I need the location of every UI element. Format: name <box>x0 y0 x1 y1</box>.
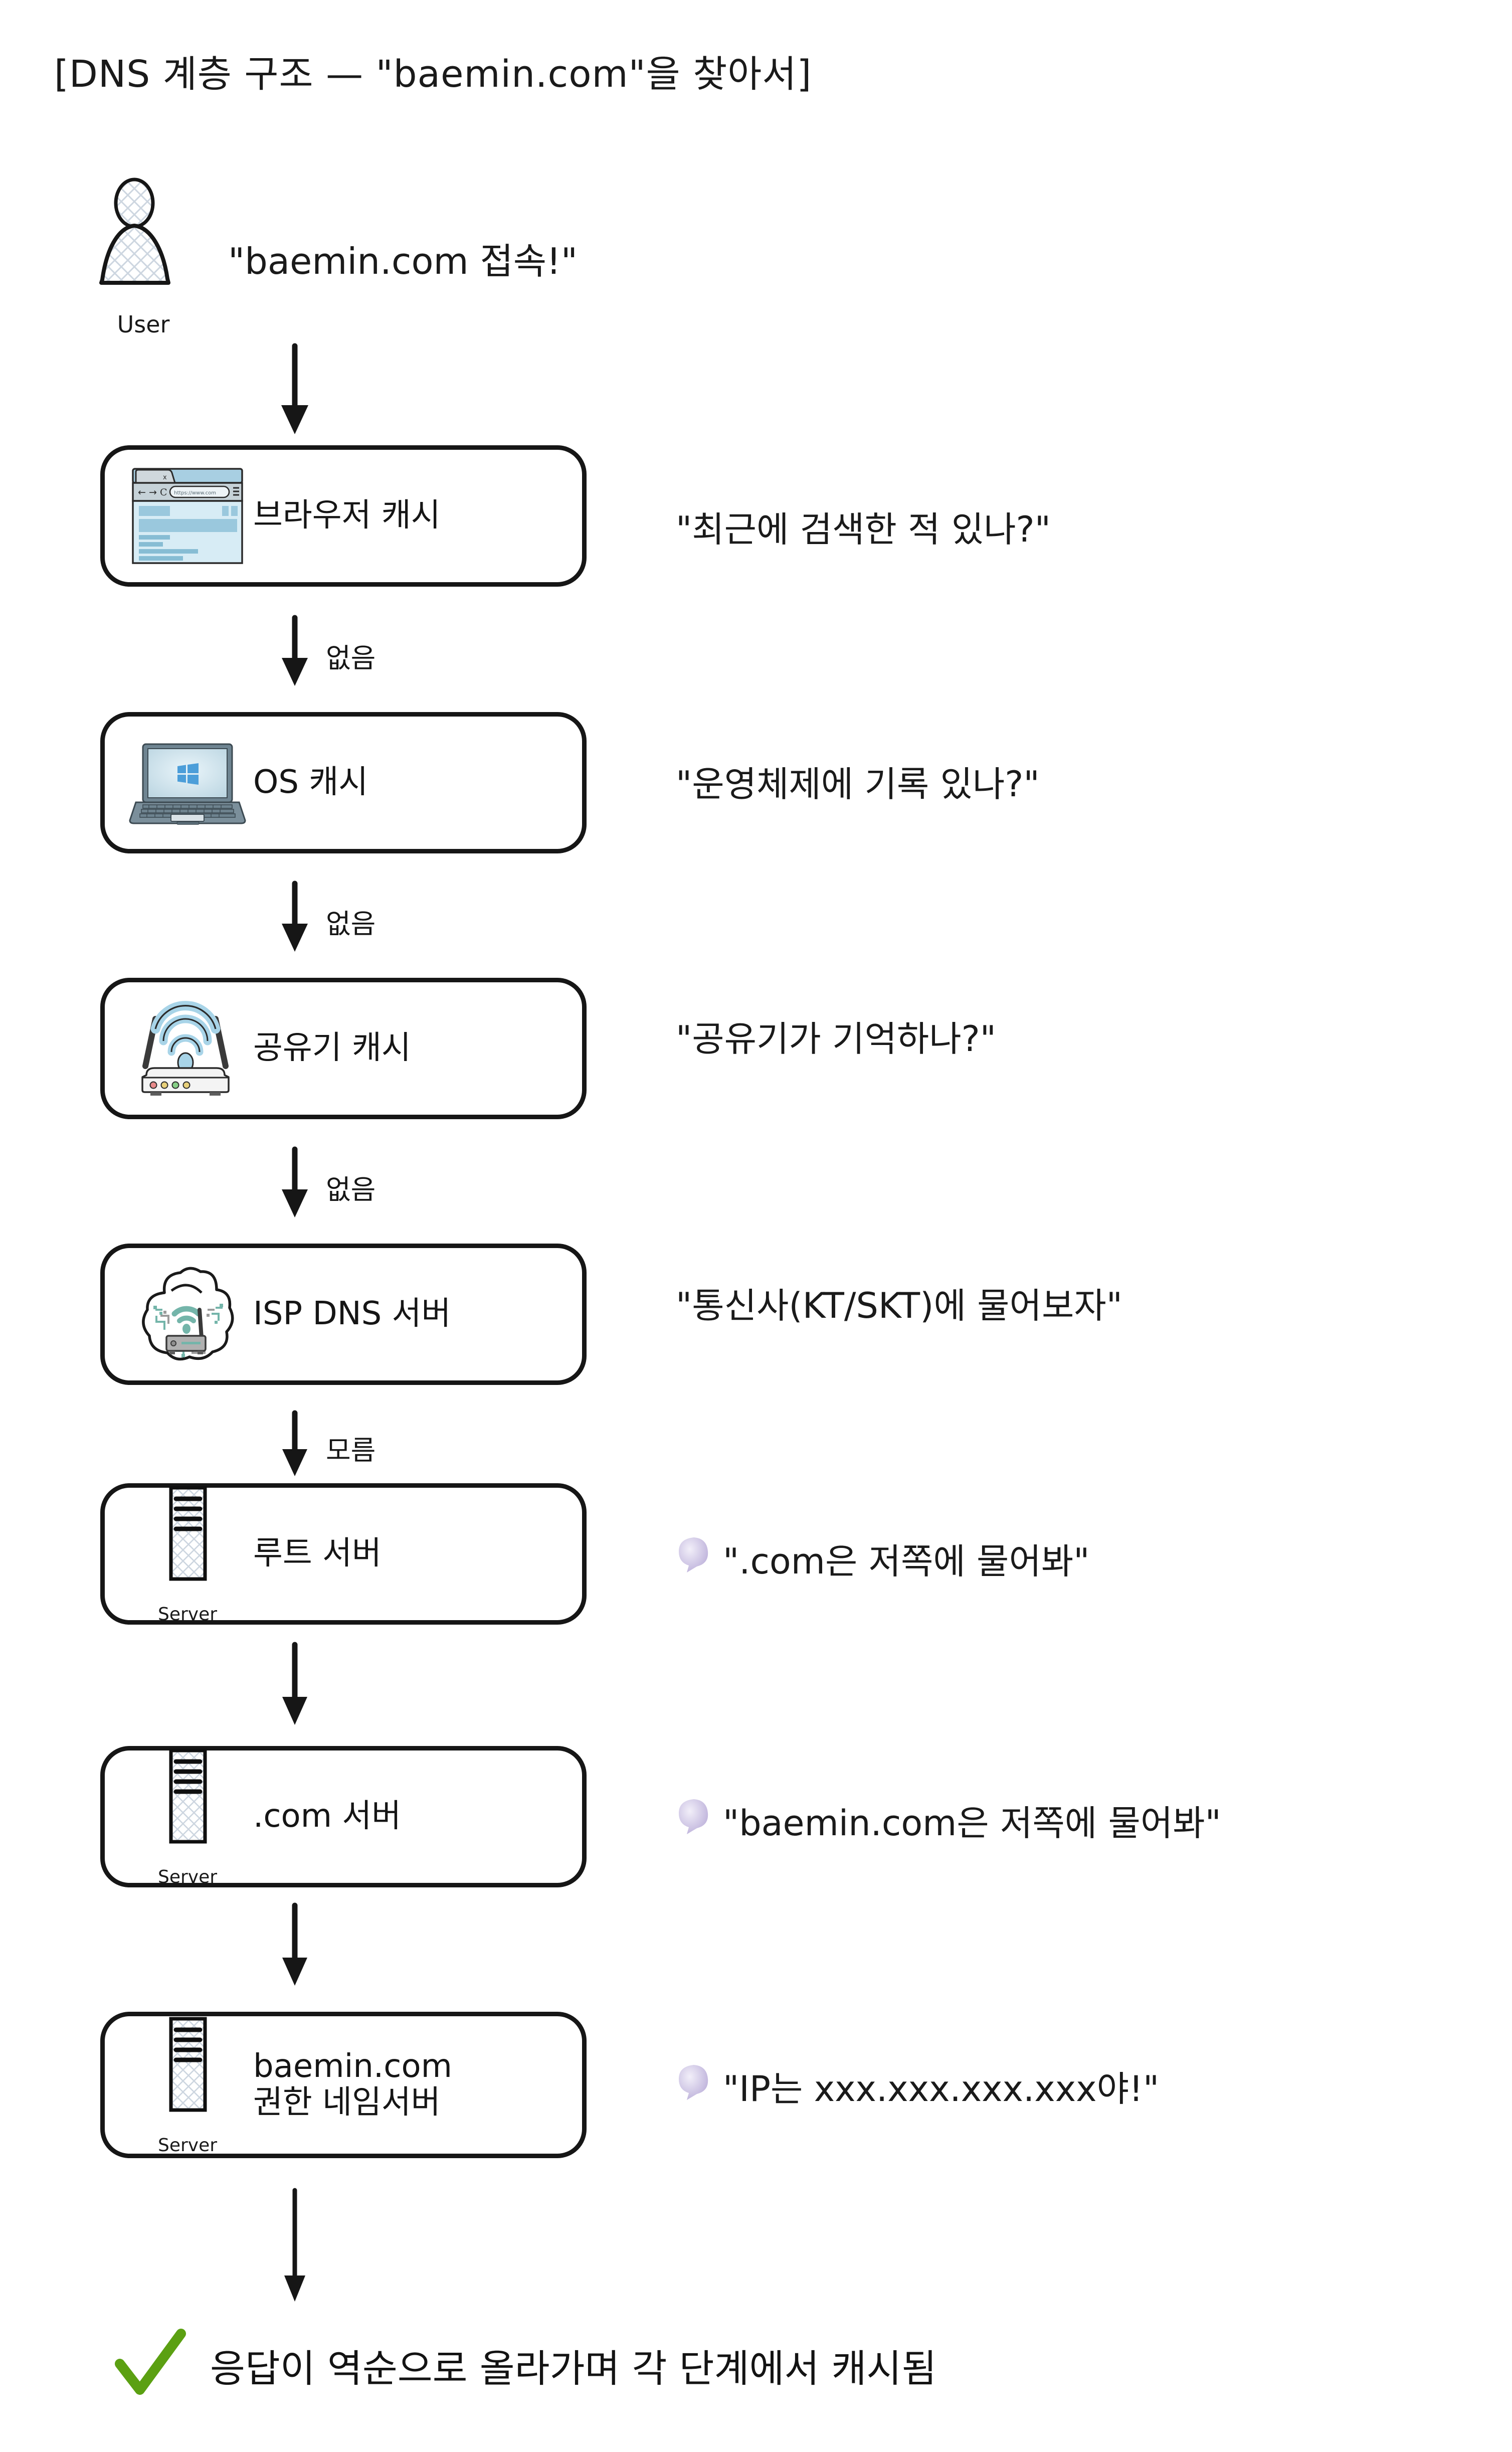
speech-text: "통신사(KT/SKT)에 물어보자" <box>676 1285 1122 1326</box>
arrow-label-browser-to-os: 없음 <box>326 642 376 674</box>
arrow-label-isp-to-root: 모름 <box>326 1435 376 1466</box>
speech-text: ".com은 저쪽에 물어봐" <box>723 1541 1090 1582</box>
node-label: 공유기 캐시 <box>240 1030 582 1067</box>
user-label: User <box>117 311 170 338</box>
speech-bubble-icon <box>676 1796 712 1845</box>
speech-text: "baemin.com은 저쪽에 물어봐" <box>723 1803 1221 1844</box>
wifi-router-icon <box>135 1001 240 1096</box>
svg-text:x: x <box>163 474 167 481</box>
node-os-cache[interactable]: OS 캐시 <box>100 712 587 853</box>
arrow-com-to-auth <box>277 1902 312 1988</box>
footer-result: 응답이 역순으로 올라가며 각 단계에서 캐시됨 <box>113 2327 936 2404</box>
arrow-root-to-com <box>277 1642 312 1727</box>
speech-bubble-icon <box>676 1534 712 1583</box>
browser-window-icon: x ← → C https://www.com <box>132 466 243 566</box>
arrow-label-os-to-router: 없음 <box>326 908 376 940</box>
speech-isp-dns-server: "통신사(KT/SKT)에 물어보자" <box>676 1278 1122 1328</box>
node-isp-dns-server[interactable]: ISP DNS 서버 <box>100 1244 587 1385</box>
node-label-line1: ISP DNS 서버 <box>253 1295 451 1333</box>
node-root-server[interactable]: Server 루트 서버 <box>100 1483 587 1625</box>
speech-text: "공유기가 기억하나?" <box>676 1018 996 1060</box>
speech-authoritative-nameserver: "IP는 xxx.xxx.xxx.xxx야!" <box>676 2061 1159 2112</box>
node-authoritative-nameserver[interactable]: Server baemin.com 권한 네임서버 <box>100 2012 587 2158</box>
node-label: ISP DNS 서버 <box>240 1296 582 1332</box>
arrow-browser-to-os <box>277 615 312 688</box>
node-label: baemin.com 권한 네임서버 <box>240 2048 582 2121</box>
speech-text: "운영체제에 기록 있나?" <box>676 764 1040 805</box>
node-label-line2: 권한 네임서버 <box>253 2084 441 2121</box>
svg-text:→: → <box>149 487 157 498</box>
node-com-server[interactable]: Server .com 서버 <box>100 1746 587 1887</box>
green-checkmark-icon <box>113 2327 188 2404</box>
user-speech-text: "baemin.com 접속!" <box>228 240 578 282</box>
svg-text:C: C <box>160 487 167 498</box>
speech-com-server: "baemin.com은 저쪽에 물어봐" <box>676 1795 1221 1846</box>
node-label-line1: 공유기 캐시 <box>253 1029 411 1067</box>
node-label: 루트 서버 <box>240 1535 582 1572</box>
speech-root-server: ".com은 저쪽에 물어봐" <box>676 1533 1089 1584</box>
node-label: .com 서버 <box>240 1798 582 1835</box>
node-label-line1: 브라우저 캐시 <box>253 497 441 535</box>
server-caption: Server <box>157 2135 218 2156</box>
cloud-router-icon <box>135 1262 240 1367</box>
speech-text: "IP는 xxx.xxx.xxx.xxx야!" <box>723 2068 1160 2110</box>
arrow-os-to-router <box>277 881 312 954</box>
page-title: [DNS 계층 구조 — "baemin.com"을 찾아서] <box>54 53 812 96</box>
arrow-user-to-browser <box>277 343 312 436</box>
svg-text:https://www.com: https://www.com <box>174 490 216 496</box>
server-rack-icon: Server <box>135 2015 240 2156</box>
node-label: OS 캐시 <box>240 764 582 801</box>
speech-text: "최근에 검색한 적 있나?" <box>676 509 1051 550</box>
server-caption: Server <box>157 1604 218 1625</box>
speech-browser-cache: "최근에 검색한 적 있나?" <box>676 501 1051 552</box>
arrow-isp-to-root <box>277 1410 312 1478</box>
node-label-line1: baemin.com <box>253 2048 452 2085</box>
footer-text: 응답이 역순으로 올라가며 각 단계에서 캐시됨 <box>210 2346 937 2391</box>
laptop-windows-icon <box>129 740 246 825</box>
speech-os-cache: "운영체제에 기록 있나?" <box>676 756 1040 807</box>
node-label-line1: OS 캐시 <box>253 764 368 801</box>
speech-router-cache: "공유기가 기억하나?" <box>676 1011 996 1062</box>
node-label-line1: .com 서버 <box>253 1798 402 1835</box>
arrow-auth-to-result <box>277 2188 312 2306</box>
node-label: 브라우저 캐시 <box>240 497 582 535</box>
user-person-icon <box>95 176 226 326</box>
svg-text:←: ← <box>138 487 146 498</box>
speech-bubble-icon <box>676 2062 712 2111</box>
server-rack-icon: Server <box>135 1484 240 1625</box>
arrow-label-router-to-isp: 없음 <box>326 1174 376 1205</box>
node-router-cache[interactable]: 공유기 캐시 <box>100 978 587 1119</box>
node-browser-cache[interactable]: x ← → C https://www.com 브라우저 캐시 <box>100 445 587 587</box>
arrow-router-to-isp <box>277 1146 312 1219</box>
node-label-line1: 루트 서버 <box>253 1535 382 1572</box>
server-caption: Server <box>157 1866 218 1887</box>
server-rack-icon: Server <box>135 1746 240 1887</box>
